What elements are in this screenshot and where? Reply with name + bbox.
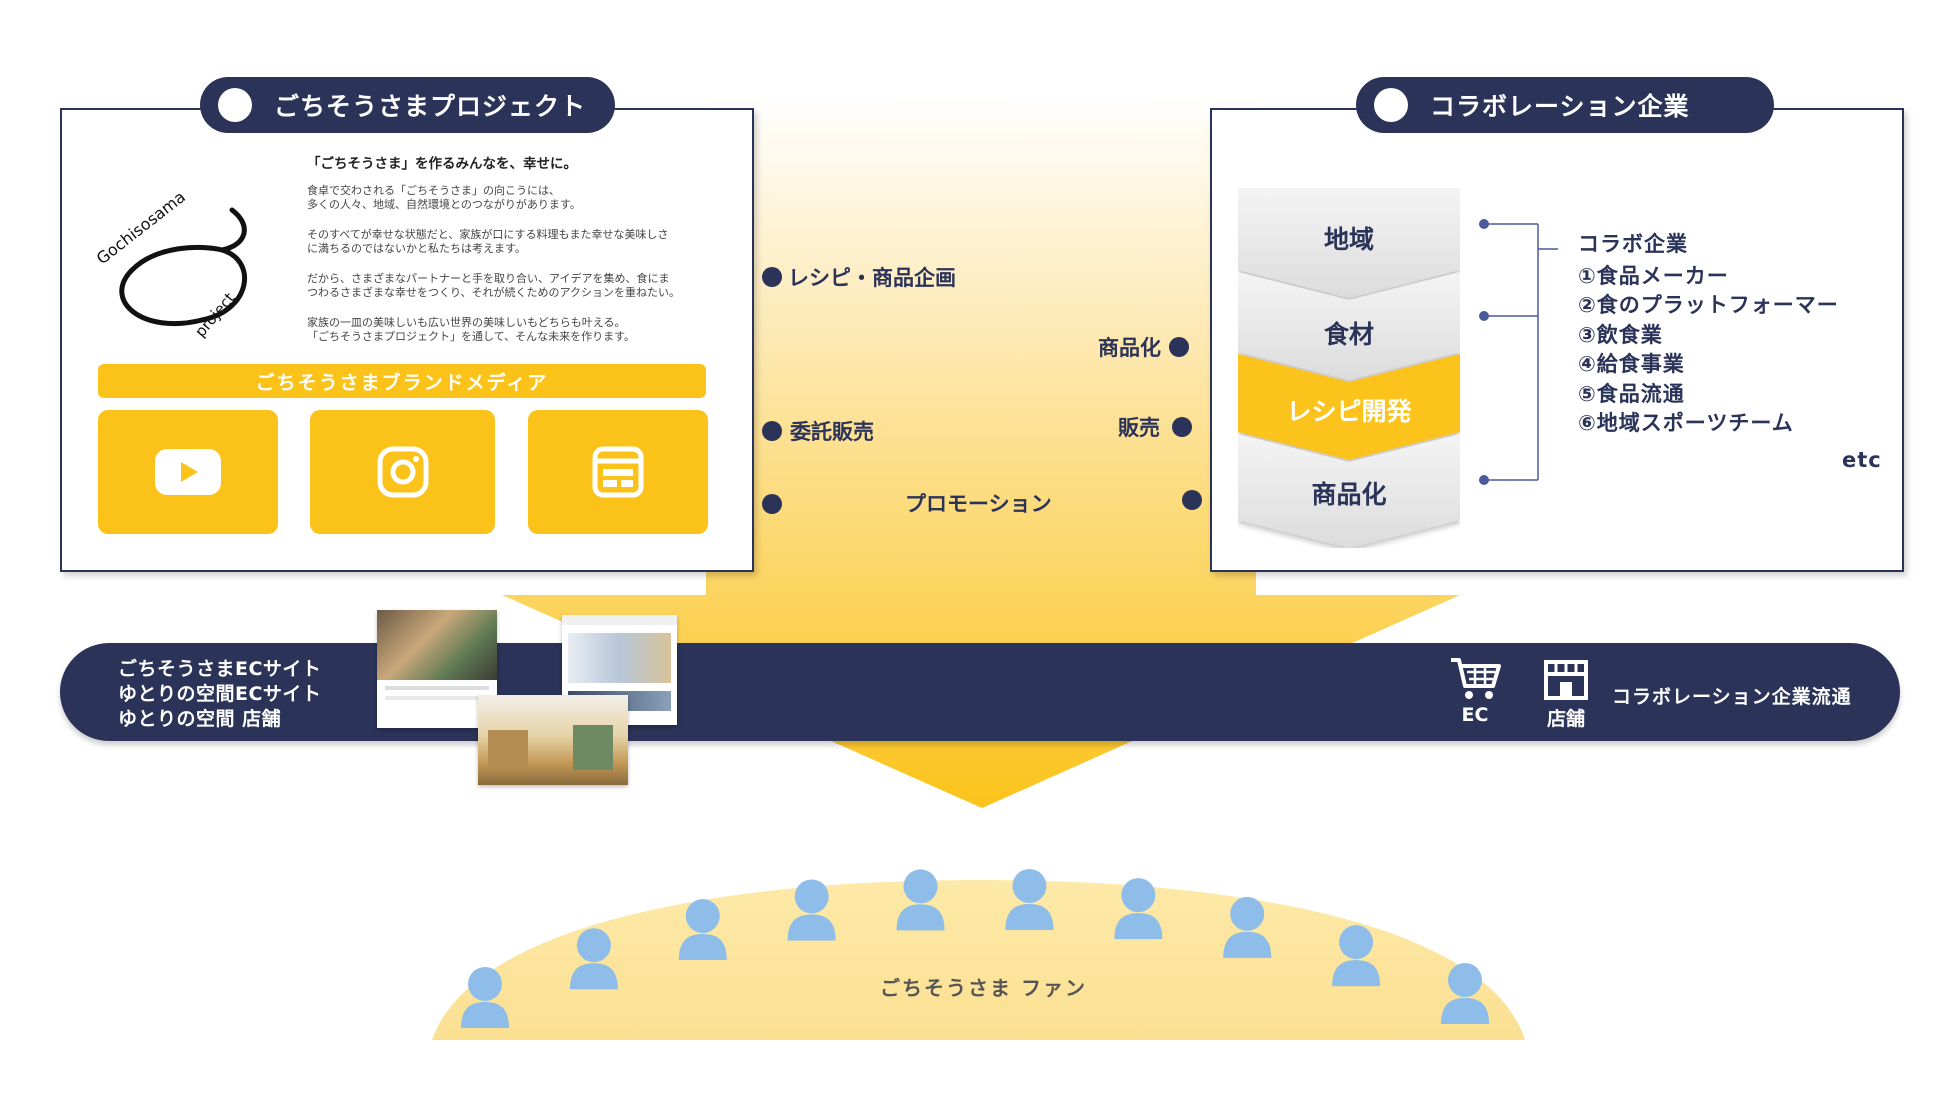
flow-label: 販売: [1118, 416, 1160, 440]
person-icon: [1114, 878, 1163, 940]
collab-list-item: ②食のプラットフォーマー: [1578, 293, 1839, 317]
collab-etc: etc: [1842, 446, 1882, 476]
channel-yutori-store: ゆとりの空間 店舗: [118, 708, 282, 730]
project-pill: ごちそうさまプロジェクト: [200, 77, 615, 133]
store-label: 店舗: [1546, 708, 1585, 730]
person-icon: [1441, 963, 1489, 1024]
flow-dot-icon: [1172, 417, 1192, 437]
person-icon: [569, 928, 618, 990]
project-paragraph-2: そのすべてが幸せな状態だと、家族が口にする料理もまた幸せな美味しさ に満ちるので…: [307, 228, 669, 255]
ec-label: EC: [1461, 704, 1489, 726]
bracket-connector: [1479, 219, 1558, 485]
collab-list-item: ③飲食業: [1578, 322, 1663, 347]
band-left-channels: ごちそうさまECサイト ゆとりの空間ECサイト ゆとりの空間 店舗: [118, 657, 321, 732]
collab-list-item: ①食品メーカー: [1578, 263, 1729, 288]
flow-dot-icon: [762, 494, 782, 514]
collab-pill: コラボレーション企業: [1356, 77, 1774, 133]
collab-list: コラボ企業 ①食品メーカー ②食のプラットフォーマー ③飲食業 ④給食事業 ⑤食…: [1578, 230, 1839, 439]
pill-dot-icon: [218, 88, 252, 122]
web-media-tile[interactable]: [528, 410, 708, 534]
chevron-recipe: [1238, 354, 1460, 460]
person-icon: [1332, 925, 1381, 987]
pill-dot-icon: [1374, 88, 1408, 122]
store-photo: [478, 695, 628, 785]
collab-list-title: コラボ企業: [1578, 232, 1688, 256]
gochisosama-logo-icon: Gochisosama project: [93, 187, 248, 341]
collab-pill-title: コラボレーション企業: [1430, 92, 1690, 121]
flow-label: 委託販売: [790, 420, 874, 444]
web-media-icon: [592, 446, 644, 498]
collab-distribution-label: コラボレーション企業流通: [1612, 686, 1852, 708]
person-icon: [461, 966, 509, 1028]
channel-yutori-ec: ゆとりの空間ECサイト: [118, 683, 322, 705]
youtube-tile[interactable]: [98, 410, 278, 534]
chevron-region: [1238, 188, 1460, 298]
instagram-icon: [377, 446, 428, 498]
project-pill-title: ごちそうさまプロジェクト: [274, 92, 587, 121]
flow-label: レシピ・商品企画: [788, 266, 956, 290]
instagram-tile[interactable]: [310, 410, 495, 534]
collab-etc-text: etc: [1842, 448, 1882, 472]
ec-site-screenshot-1: [377, 610, 497, 728]
flow-dot-icon: [1182, 490, 1202, 510]
flow-label: 商品化: [1098, 336, 1161, 360]
collab-list-item: ⑥地域スポーツチーム: [1578, 411, 1794, 435]
flow-dot-icon: [762, 421, 782, 441]
project-card: Gochisosama project 「ごちそうさま」を作るみんなを、幸せに。…: [60, 108, 754, 572]
person-icon: [896, 869, 945, 931]
chevron-product: [1238, 434, 1460, 548]
project-lead: 「ごちそうさま」を作るみんなを、幸せに。: [307, 156, 577, 172]
value-chain-chevrons: [1238, 188, 1460, 548]
flow-dot-icon: [1169, 337, 1189, 357]
brand-media-bar: ごちそうさまブランドメディア: [98, 364, 706, 398]
flow-label: プロモーション: [905, 492, 1052, 516]
project-paragraph-3: だから、さまざまなパートナーと手を取り合い、アイデアを集め、食にま つわるさまざ…: [307, 272, 681, 299]
person-icon: [1223, 896, 1272, 958]
shopping-cart-icon: [1451, 658, 1501, 699]
fan-label: ごちそうさま ファン: [880, 976, 1087, 1000]
flow-productization: 商品化: [1098, 332, 1189, 362]
chevron-label-product: 商品化: [1311, 480, 1387, 509]
chevron-ingredient: [1238, 272, 1460, 380]
person-icon: [678, 899, 727, 961]
person-icon: [787, 879, 836, 941]
flow-recipe-planning: レシピ・商品企画: [762, 262, 956, 292]
flow-consignment-sales: 委託販売: [762, 416, 874, 446]
store-channel[interactable]: 店舗: [1536, 658, 1596, 731]
chevron-label-recipe: レシピ開発: [1286, 397, 1412, 426]
project-logo: Gochisosama project: [82, 170, 282, 350]
project-paragraph-4: 家族の一皿の美味しいも広い世界の美味しいもどちらも叶える。 「ごちそうさまプロジ…: [307, 316, 636, 343]
collab-list-item: ⑤食品流通: [1578, 381, 1685, 406]
chevron-label-region: 地域: [1323, 225, 1374, 254]
project-paragraph-1: 食卓で交わされる「ごちそうさま」の向こうには、 多くの人々、地域、自然環境とのつ…: [307, 184, 581, 211]
flow-promotion-dot-right: [1182, 490, 1202, 510]
distribution-band: [60, 643, 1900, 741]
channel-gochisosama-ec: ごちそうさまECサイト: [118, 658, 322, 680]
youtube-icon: [155, 449, 221, 495]
ec-channel[interactable]: EC: [1445, 656, 1505, 726]
store-icon: [1544, 660, 1588, 700]
flow-dot-icon: [762, 267, 782, 287]
person-icon: [1005, 868, 1054, 930]
flow-promotion: プロモーション: [905, 488, 1052, 518]
chevron-label-ingredient: 食材: [1323, 320, 1374, 349]
flow-sales: 販売: [1118, 412, 1192, 442]
collab-list-item: ④給食事業: [1578, 352, 1685, 376]
flow-promotion-dot-left: [762, 494, 782, 514]
